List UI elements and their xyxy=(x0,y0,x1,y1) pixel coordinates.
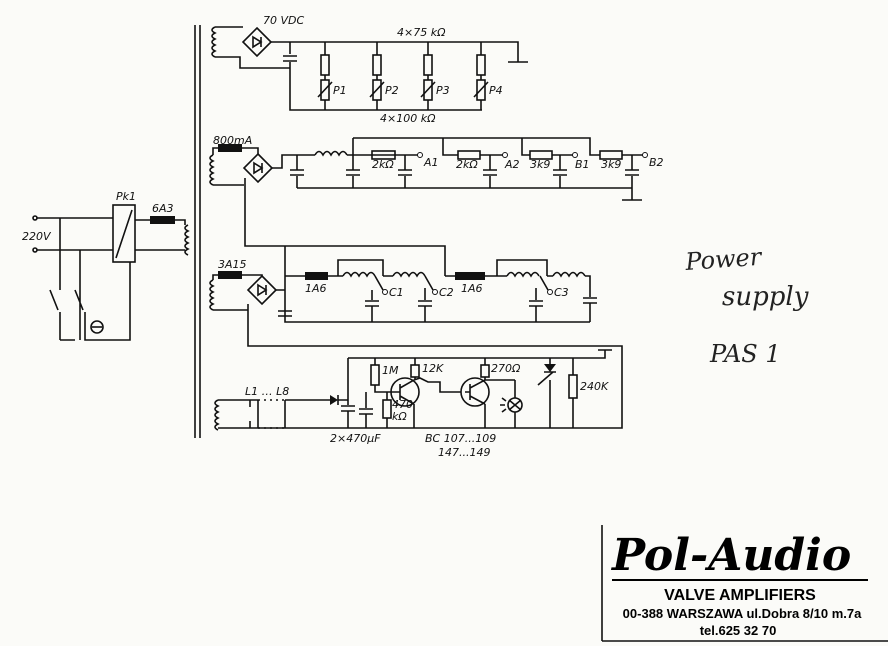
capacitors-label: 2×470µF xyxy=(330,432,381,445)
pot-label-p3: P3 xyxy=(436,84,450,97)
resistor-label-r4: 3k9 xyxy=(601,158,621,171)
output-label-b1: B1 xyxy=(575,158,590,171)
resistor-label-r3: 3k9 xyxy=(530,158,550,171)
resistor-label-470-unit: kΩ xyxy=(392,410,407,423)
resistor-label-470: 470 xyxy=(392,398,413,411)
note-line-1: Power xyxy=(683,243,763,276)
note-line-3: PAS 1 xyxy=(709,340,781,368)
title-note: Power supply PAS 1 xyxy=(683,243,808,368)
output-label-a1: A1 xyxy=(423,156,439,169)
company-address: 00-388 WARSZAWA ul.Dobra 8/10 m.7a xyxy=(623,606,862,621)
transistor-type-label-2: 147...149 xyxy=(438,446,490,459)
fuse-label-1: 1A6 xyxy=(305,282,327,295)
transistor-1 xyxy=(390,377,420,407)
output-label-b2: B2 xyxy=(649,156,664,169)
company-logo: Pol-Audio xyxy=(610,530,851,581)
fuse-label-2: 1A6 xyxy=(461,282,483,295)
company-stamp: Pol-Audio VALVE AMPLIFIERS 00-388 WARSZA… xyxy=(601,525,888,642)
bias-supply-section: 70 VDC 4×75 kΩ 4×100 kΩ P1 P2 P3 P4 xyxy=(211,14,528,125)
company-tagline: VALVE AMPLIFIERS xyxy=(664,587,816,604)
pot-label-p4: P4 xyxy=(489,84,503,97)
pot-label-p2: P2 xyxy=(385,84,399,97)
bottom-resistors-label: 4×100 kΩ xyxy=(380,112,436,125)
resistor-label-270: 270Ω xyxy=(491,362,521,375)
mains-fuse-label: 6A3 xyxy=(152,202,174,215)
mains-voltage-label: 220V xyxy=(22,230,52,243)
note-line-2: supply xyxy=(722,282,809,312)
relay-label: Pk1 xyxy=(116,190,136,203)
company-phone: tel.625 32 70 xyxy=(700,623,777,638)
output-label-a2: A2 xyxy=(504,158,520,171)
transistor-type-label: BC 107...109 xyxy=(425,432,496,445)
resistor-label-r2: 2kΩ xyxy=(456,158,478,171)
lamps-label: L1 … L8 xyxy=(245,385,289,398)
thyristor xyxy=(537,364,556,386)
fuse-label: 800mA xyxy=(213,134,252,147)
output-label-c1: C1 xyxy=(389,286,404,299)
anode-supply-section: 800mA 2kΩ A1 2kΩ A2 3k9 B1 3k9 B2 xyxy=(209,134,664,201)
fuse-6a3 xyxy=(150,216,175,224)
voltage-label: 70 VDC xyxy=(263,14,304,27)
mains-input: 220V Pk1 6A3 xyxy=(22,190,189,341)
output-label-c3: C3 xyxy=(554,286,569,299)
indicator-led xyxy=(500,397,523,413)
resistor-label-r1: 2kΩ xyxy=(372,158,394,171)
output-label-c2: C2 xyxy=(439,286,454,299)
pot-label-p1: P1 xyxy=(333,84,347,97)
resistor-label-1m: 1M xyxy=(382,364,399,377)
transistor-2 xyxy=(460,377,490,407)
heater-supply-section: 3A15 1A6 C1 C2 1A6 C3 xyxy=(209,178,598,323)
main-fuse-label: 3A15 xyxy=(218,258,247,271)
pot-branches xyxy=(317,42,489,110)
resistor-label-240k: 240K xyxy=(580,380,609,393)
indicator-lamp xyxy=(90,320,104,334)
top-resistors-label: 4×75 kΩ xyxy=(397,26,446,39)
transformer-core xyxy=(194,25,201,438)
resistor-label-12k: 12K xyxy=(422,362,444,375)
lamp-protection-section: 1M 12K 270Ω 240K 470 kΩ L1 … L8 2×470µF … xyxy=(214,304,623,459)
